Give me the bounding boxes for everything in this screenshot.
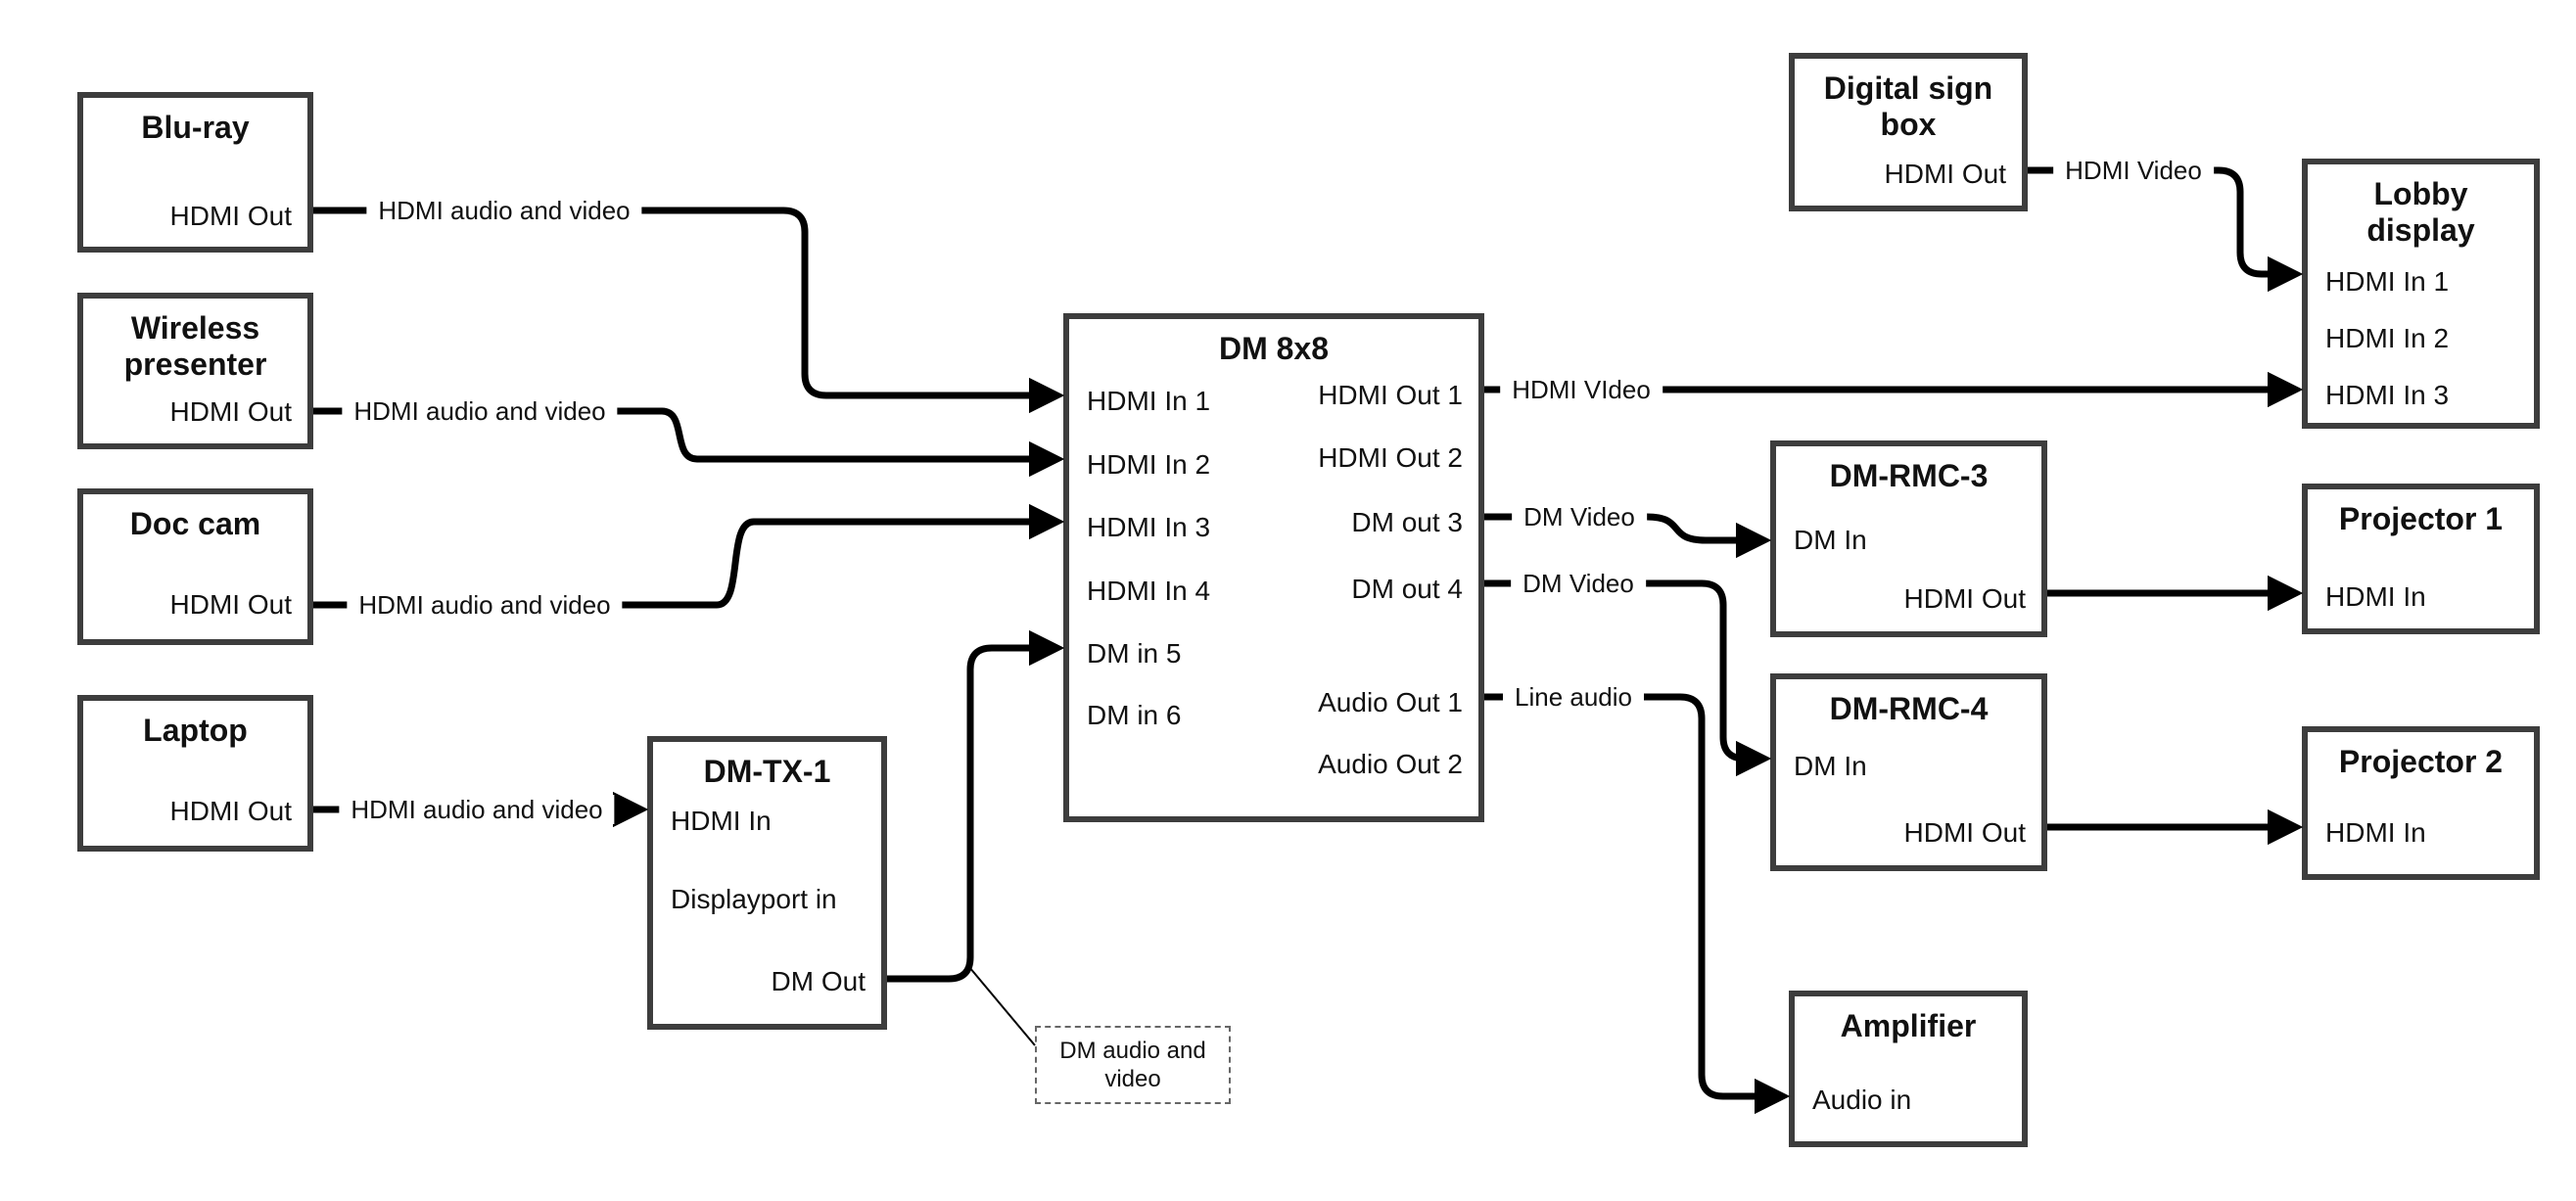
node-amplifier: Amplifier Audio in [1789, 991, 2028, 1147]
node-dm-8x8-switcher: DM 8x8 HDMI In 1 HDMI In 2 HDMI In 3 HDM… [1063, 313, 1484, 822]
node-projector-2: Projector 2 HDMI In [2302, 726, 2540, 880]
port-hdmi-in: HDMI In [2325, 817, 2426, 848]
wire-label-hdmi-audio-video-laptop: HDMI audio and video [339, 795, 615, 824]
node-title: DM-TX-1 [703, 754, 831, 789]
wire-bluray-to-dm8x8-in1 [313, 207, 1065, 414]
node-title: Projector 1 [2338, 501, 2504, 536]
node-dm-tx-1: DM-TX-1 HDMI In Displayport in DM Out [647, 736, 887, 1030]
node-title: Lobby display [2366, 176, 2475, 248]
wire-label-hdmi-video-digisign: HDMI Video [2053, 156, 2214, 185]
port-dm-out: DM Out [771, 966, 866, 996]
note-leader-line [968, 966, 1036, 1046]
port-audio-out-2: Audio Out 2 [1318, 749, 1463, 779]
wire-label-line-audio: Line audio [1503, 682, 1644, 712]
port-dm-out-4: DM out 4 [1351, 574, 1463, 604]
wire-label-hdmi-video-out1: HDMI VIdeo [1500, 375, 1663, 404]
port-hdmi-in-3: HDMI In 3 [1087, 512, 1211, 542]
node-title: DM-RMC-4 [1829, 691, 1989, 726]
node-title: Digital sign box [1823, 70, 1993, 142]
port-hdmi-out: HDMI Out [169, 201, 292, 231]
port-audio-in: Audio in [1812, 1085, 1912, 1115]
node-doc-cam: Doc cam HDMI Out [77, 488, 313, 645]
node-title: Blu-ray [141, 110, 250, 145]
port-audio-out-1: Audio Out 1 [1318, 687, 1463, 717]
port-dm-in-6: DM in 6 [1087, 700, 1182, 730]
port-hdmi-in: HDMI In [2325, 581, 2426, 612]
port-hdmi-in-1: HDMI In 1 [1087, 386, 1211, 416]
node-wireless-presenter: Wireless presenter HDMI Out [77, 293, 313, 449]
wire-label-hdmi-audio-video-bluray: HDMI audio and video [366, 196, 642, 225]
port-dm-in: DM In [1794, 525, 1867, 555]
port-hdmi-in-3: HDMI In 3 [2325, 380, 2450, 410]
port-dm-out-3: DM out 3 [1351, 507, 1463, 537]
port-hdmi-in-1: HDMI In 1 [2325, 266, 2450, 297]
wire-label-hdmi-audio-video-wireless: HDMI audio and video [342, 396, 618, 426]
port-dm-in-5: DM in 5 [1087, 638, 1182, 669]
node-lobby-display: Lobby display HDMI In 1 HDMI In 2 HDMI I… [2302, 159, 2540, 429]
node-projector-1: Projector 1 HDMI In [2302, 484, 2540, 634]
node-title: DM 8x8 [1218, 331, 1330, 366]
wire-dmtx1-to-dm8x8-in5 [887, 629, 1065, 983]
node-dm-rmc-4: DM-RMC-4 DM In HDMI Out [1770, 673, 2047, 871]
port-hdmi-out: HDMI Out [169, 589, 292, 620]
node-title: Doc cam [129, 506, 261, 541]
node-blu-ray: Blu-ray HDMI Out [77, 92, 313, 253]
port-hdmi-out-1: HDMI Out 1 [1318, 380, 1463, 410]
wire-label-hdmi-audio-video-doccam: HDMI audio and video [347, 590, 623, 620]
wire-dm8x8-out4-to-dmrmc4 [1484, 579, 1772, 777]
node-title: Laptop [143, 713, 248, 748]
port-hdmi-in-2: HDMI In 2 [1087, 449, 1211, 480]
port-displayport-in: Displayport in [671, 884, 837, 914]
port-hdmi-out: HDMI Out [1884, 159, 2006, 189]
port-hdmi-in-4: HDMI In 4 [1087, 576, 1211, 606]
wire-digisign-to-lobby-in1 [2028, 166, 2304, 293]
port-hdmi-out: HDMI Out [1903, 583, 2026, 614]
port-hdmi-in-2: HDMI In 2 [2325, 323, 2450, 353]
port-hdmi-out: HDMI Out [1903, 817, 2026, 848]
node-title: Projector 2 [2338, 744, 2504, 779]
node-title: Wireless presenter [123, 310, 267, 382]
node-digital-sign-box: Digital sign box HDMI Out [1789, 53, 2028, 211]
wire-label-dm-video-out4: DM Video [1511, 569, 1646, 598]
wire-dm8x8-aout1-to-amp [1484, 693, 1791, 1115]
port-dm-in: DM In [1794, 751, 1867, 781]
port-hdmi-in: HDMI In [671, 806, 772, 836]
node-dm-rmc-3: DM-RMC-3 DM In HDMI Out [1770, 440, 2047, 637]
node-laptop: Laptop HDMI Out [77, 695, 313, 852]
wire-label-dm-video-out3: DM Video [1512, 502, 1647, 531]
node-title: DM-RMC-3 [1829, 458, 1989, 493]
port-hdmi-out: HDMI Out [169, 396, 292, 427]
port-hdmi-out: HDMI Out [169, 796, 292, 826]
port-hdmi-out-2: HDMI Out 2 [1318, 442, 1463, 473]
node-title: Amplifier [1840, 1008, 1977, 1043]
note-dm-audio-and-video: DM audio and video [1035, 1026, 1231, 1104]
